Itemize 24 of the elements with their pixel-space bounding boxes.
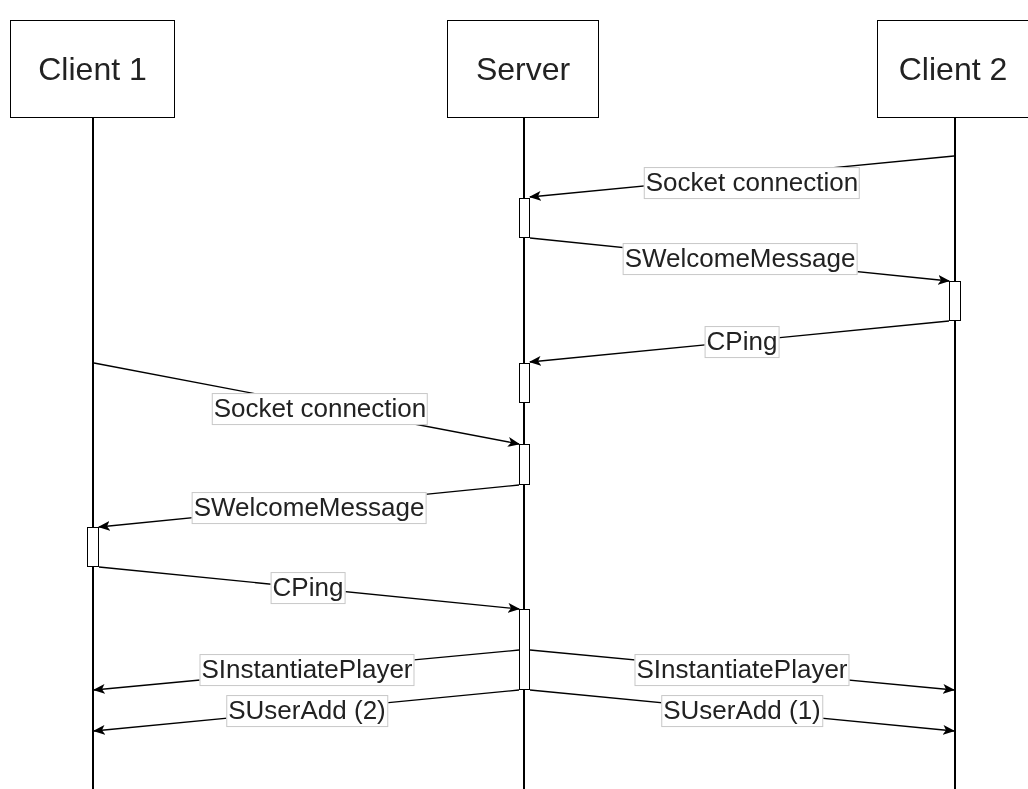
activation-bar: [519, 444, 530, 485]
edge-label: Socket connection: [643, 167, 861, 199]
activation-bar: [519, 363, 530, 403]
edge-label: SUserAdd (1): [661, 695, 823, 727]
edge-label: Socket connection: [211, 393, 429, 425]
participant-box: [877, 20, 1028, 118]
edge-label: SWelcomeMessage: [191, 492, 427, 524]
activation-bar: [87, 527, 99, 567]
lifeline: [92, 118, 94, 789]
lifeline: [954, 118, 956, 789]
participant-name: Server: [475, 50, 571, 88]
activation-bar: [949, 281, 961, 321]
edge-label: CPing: [704, 326, 780, 358]
edge-label: SWelcomeMessage: [622, 243, 858, 275]
activation-bar: [519, 609, 530, 690]
participant-box: [10, 20, 175, 118]
edge-label: SUserAdd (2): [226, 695, 388, 727]
participant-name: Client 2: [898, 50, 1008, 88]
edge-label: SInstantiatePlayer: [199, 654, 415, 686]
edge-label: SInstantiatePlayer: [634, 654, 850, 686]
activation-bar: [519, 198, 530, 238]
participant-name: Client 1: [38, 50, 147, 88]
edge-label: CPing: [270, 572, 346, 604]
participant-box: [447, 20, 599, 118]
